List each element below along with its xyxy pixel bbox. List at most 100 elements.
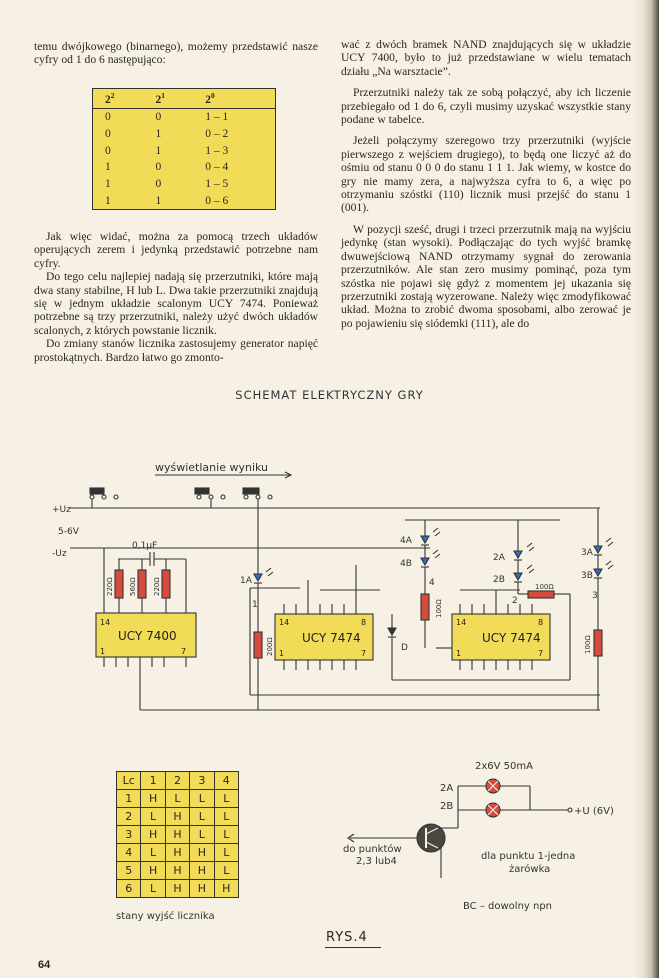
cell: H [164, 843, 191, 862]
paragraph: Do zmiany stanów licznika zastosujemy ge… [34, 337, 318, 364]
cell: H [164, 861, 191, 880]
cell: 5 [115, 861, 142, 880]
supply-label: +U (6V) [574, 806, 614, 817]
cell: 1 [105, 177, 111, 190]
resistor-icon [420, 593, 430, 621]
supply-voltage-label: 5-6V [58, 527, 80, 537]
pin-label: 1 [100, 647, 105, 656]
cell: H [140, 789, 166, 808]
cell: L [213, 843, 240, 862]
pin-label: 7 [181, 647, 186, 656]
binary-col-2: 21 [143, 88, 194, 109]
pin-label: 14 [100, 618, 110, 627]
figure-label: RYS.4 [326, 930, 368, 945]
led-2b-label: 2B [493, 575, 505, 585]
cell: H [213, 879, 240, 898]
pin-label: 14 [279, 618, 289, 627]
cell: 1 – 5 [205, 177, 229, 190]
res-label: 560Ω [129, 577, 137, 596]
cell: 0 [105, 144, 111, 157]
cell: H [189, 879, 215, 898]
node-3: 3 [592, 591, 598, 601]
res-label: 220Ω [153, 577, 161, 596]
display-arrowhead [284, 471, 293, 479]
led-icon [253, 567, 274, 584]
cell: 0 [155, 111, 162, 124]
left-column-body: Jak więc widać, można za pomocą trzech u… [34, 230, 318, 364]
cell: 4 [115, 843, 142, 862]
node-4: 4 [429, 578, 435, 588]
state-table-header: Lc 1 2 3 4 [115, 771, 240, 790]
paragraph: Jeżeli połączymy szeregowo trzy przerzut… [341, 134, 631, 215]
resistor-icon [527, 590, 555, 599]
schematic-title: SCHEMAT ELEKTRYCZNY GRY [235, 388, 424, 402]
cell: L [140, 879, 166, 898]
led-4b-label: 4B [400, 559, 412, 569]
cell: 4 [213, 771, 240, 790]
cell: 2 [164, 771, 191, 790]
resistor-icon [114, 569, 171, 599]
binary-row: 1 0 1 – 5 [93, 176, 276, 193]
cell: 1 [105, 161, 111, 174]
cell: Lc [115, 771, 142, 790]
pin-label: 7 [361, 649, 366, 658]
diode-icon [387, 614, 397, 680]
cell: L [189, 825, 215, 844]
cell: 0 [105, 127, 111, 140]
cell: 1 – 1 [205, 111, 229, 124]
cell: 1 [140, 771, 166, 790]
cell: L [140, 843, 166, 862]
binary-table-header: 22 21 20 [92, 88, 276, 109]
res-200-label: 200Ω [266, 637, 274, 656]
pin-label: 8 [361, 618, 366, 627]
supply-plus-label: +Uz [52, 505, 71, 515]
cell: L [213, 861, 240, 880]
points-label: 2,3 lub4 [356, 856, 397, 867]
binary-col-4: 22 [92, 88, 144, 109]
cell: 1 [115, 789, 142, 808]
pin-label: 14 [456, 618, 466, 627]
cell: H [164, 825, 191, 844]
to-points-label: do punktów [343, 843, 402, 855]
cell: L [213, 825, 240, 844]
input-2a-label: 2A [440, 783, 453, 794]
paragraph: Jak więc widać, można za pomocą trzech u… [34, 230, 318, 270]
res-100a-label: 100Ω [435, 599, 443, 618]
cell: H [140, 861, 166, 880]
cell: H [164, 879, 191, 898]
cell: 1 [155, 144, 162, 157]
cell: 0 [155, 161, 162, 174]
cell: 1 [155, 127, 162, 140]
cell: L [213, 807, 240, 826]
pin-label: 1 [279, 649, 284, 658]
bulb-icon [485, 778, 501, 818]
page-binding-edge [633, 0, 659, 978]
res-label: 220Ω [106, 577, 114, 596]
binary-col-1: 20 [193, 88, 276, 109]
cell: 0 – 6 [205, 194, 229, 207]
paragraph: Przerzutniki należy tak ze sobą połączyć… [341, 86, 631, 127]
resistor-icon [253, 631, 263, 659]
cell: L [213, 789, 240, 808]
cell: L [189, 789, 215, 808]
led-3a-label: 3A [581, 548, 594, 558]
cell: 0 [155, 177, 162, 190]
cell: 3 [115, 825, 142, 844]
pin-label: 1 [456, 649, 461, 658]
led-4a-label: 4A [400, 536, 413, 546]
switch-icon [89, 487, 273, 500]
cell: 1 [105, 194, 111, 207]
ic-7474-second [451, 613, 551, 661]
